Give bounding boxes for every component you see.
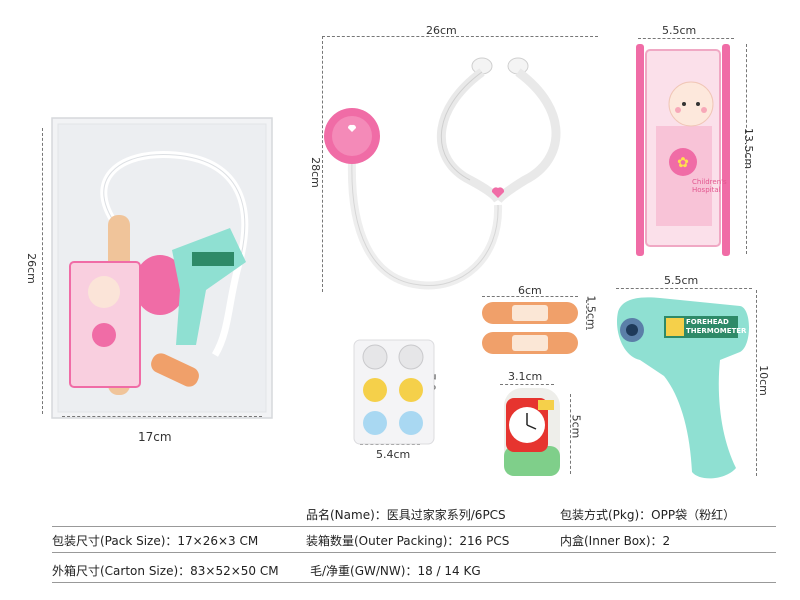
card-width-label: 5.5cm <box>662 24 697 37</box>
watch-width-label: 3.1cm <box>508 370 543 383</box>
thermometer-label-line2: THERMOMETER <box>686 327 747 335</box>
spec-divider-3 <box>52 582 776 583</box>
spec-divider-1 <box>52 526 776 527</box>
bag-width-label: 17cm <box>138 430 172 444</box>
stethoscope-width-label: 26cm <box>426 24 457 37</box>
spec-carton-size: 外箱尺寸(Carton Size)：83×52×50 CM <box>52 564 279 578</box>
thermometer-width-label: 5.5cm <box>664 274 699 287</box>
bandage-width-label: 6cm <box>518 284 542 297</box>
spec-divider-2 <box>52 552 776 553</box>
thermometer-label-line1: FOREHEAD <box>686 318 729 326</box>
spec-outer-packing: 装箱数量(Outer Packing)：216 PCS <box>306 534 510 548</box>
spec-pkg: 包装方式(Pkg)：OPP袋（粉红） <box>560 508 736 522</box>
card-title-line1: Children's <box>692 178 727 186</box>
svg-text:✿: ✿ <box>677 155 689 171</box>
spec-inner-box: 内盒(Inner Box)：2 <box>560 534 671 548</box>
card-title-line2: Hospital <box>692 186 721 194</box>
pills-width-label: 5.4cm <box>376 448 411 461</box>
thermometer-label: FOREHEAD THERMOMETER <box>686 318 746 336</box>
spec-pack-size: 包装尺寸(Pack Size)：17×26×3 CM <box>52 534 259 548</box>
spec-name: 品名(Name)：医具过家家系列/6PCS <box>306 508 506 522</box>
spec-gw-nw: 毛/净重(GW/NW)：18 / 14 KG <box>310 564 481 578</box>
card-title: Children's Hospital <box>692 178 727 194</box>
